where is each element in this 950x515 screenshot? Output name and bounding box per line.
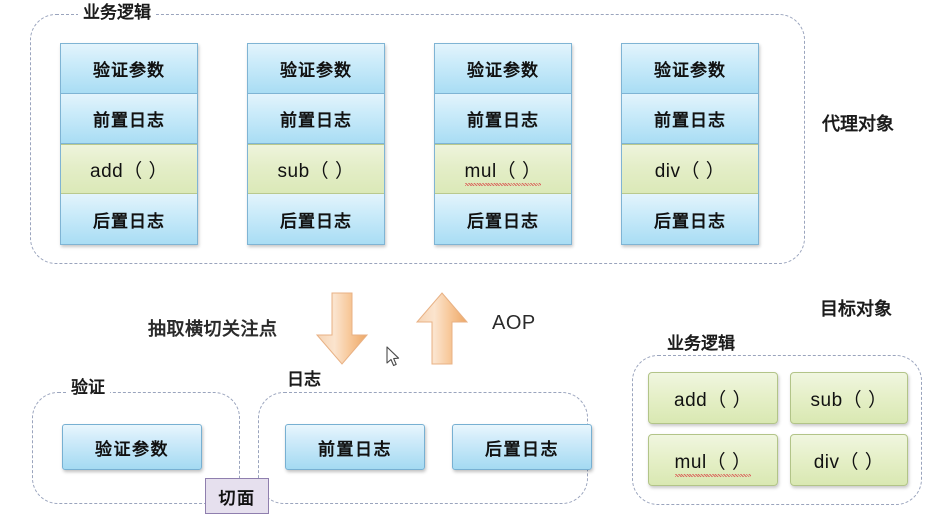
proxy-object-side-label: 代理对象 — [822, 114, 894, 134]
proxy-column-mul[interactable]: 验证参数 前置日志 mul（ ） 后置日志 — [434, 43, 572, 245]
proxy-cell-after-log: 后置日志 — [622, 194, 758, 244]
proxy-cell-before-log: 前置日志 — [61, 94, 197, 144]
proxy-cell-method: sub（ ） — [248, 144, 384, 194]
proxy-column-add[interactable]: 验证参数 前置日志 add（ ） 后置日志 — [60, 43, 198, 245]
proxy-cell-method: add（ ） — [61, 144, 197, 194]
proxy-cell-validate: 验证参数 — [435, 44, 571, 94]
proxy-cell-after-log: 后置日志 — [248, 194, 384, 244]
mouse-cursor-icon — [386, 346, 400, 367]
proxy-business-logic-label: 业务逻辑 — [78, 3, 156, 23]
target-object-side-label: 目标对象 — [820, 299, 892, 319]
target-method-add[interactable]: add（ ） — [648, 372, 778, 424]
proxy-cell-before-log: 前置日志 — [435, 94, 571, 144]
aspect-box-validate-param[interactable]: 验证参数 — [62, 424, 202, 470]
target-method-label-mul: mul（ ） — [674, 447, 752, 477]
target-method-sub[interactable]: sub（ ） — [790, 372, 908, 424]
target-business-logic-label: 业务逻辑 — [662, 334, 740, 354]
proxy-object-container — [30, 14, 805, 264]
target-method-label-sub: sub（ ） — [810, 389, 888, 411]
method-label-mul: mul（ ） — [464, 156, 542, 186]
proxy-cell-method: div（ ） — [622, 144, 758, 194]
proxy-cell-before-log: 前置日志 — [248, 94, 384, 144]
target-method-div[interactable]: div（ ） — [790, 434, 908, 486]
method-label-sub: sub（ ） — [277, 160, 355, 182]
proxy-cell-validate: 验证参数 — [622, 44, 758, 94]
aspect-box-before-log[interactable]: 前置日志 — [285, 424, 425, 470]
proxy-cell-before-log: 前置日志 — [622, 94, 758, 144]
target-method-mul[interactable]: mul（ ） — [648, 434, 778, 486]
proxy-cell-validate: 验证参数 — [248, 44, 384, 94]
proxy-column-sub[interactable]: 验证参数 前置日志 sub（ ） 后置日志 — [247, 43, 385, 245]
proxy-cell-after-log: 后置日志 — [61, 194, 197, 244]
proxy-cell-after-log: 后置日志 — [435, 194, 571, 244]
target-method-label-add: add（ ） — [674, 389, 752, 411]
up-arrow-icon — [415, 292, 469, 365]
proxy-cell-validate: 验证参数 — [61, 44, 197, 94]
down-arrow-icon — [315, 292, 369, 365]
proxy-cell-method: mul（ ） — [435, 144, 571, 194]
extract-crosscutting-label: 抽取横切关注点 — [148, 319, 278, 339]
aop-label: AOP — [492, 312, 536, 334]
aspect-box-after-log[interactable]: 后置日志 — [452, 424, 592, 470]
method-label-div: div（ ） — [654, 160, 726, 182]
target-object-container — [632, 355, 922, 505]
proxy-column-div[interactable]: 验证参数 前置日志 div（ ） 后置日志 — [621, 43, 759, 245]
target-method-label-div: div（ ） — [813, 451, 885, 473]
method-label-add: add（ ） — [90, 160, 168, 182]
aspect-chip[interactable]: 切面 — [205, 478, 269, 514]
validate-aspect-label: 验证 — [66, 378, 110, 398]
validate-aspect-container — [32, 392, 240, 504]
log-aspect-label: 日志 — [282, 370, 326, 390]
